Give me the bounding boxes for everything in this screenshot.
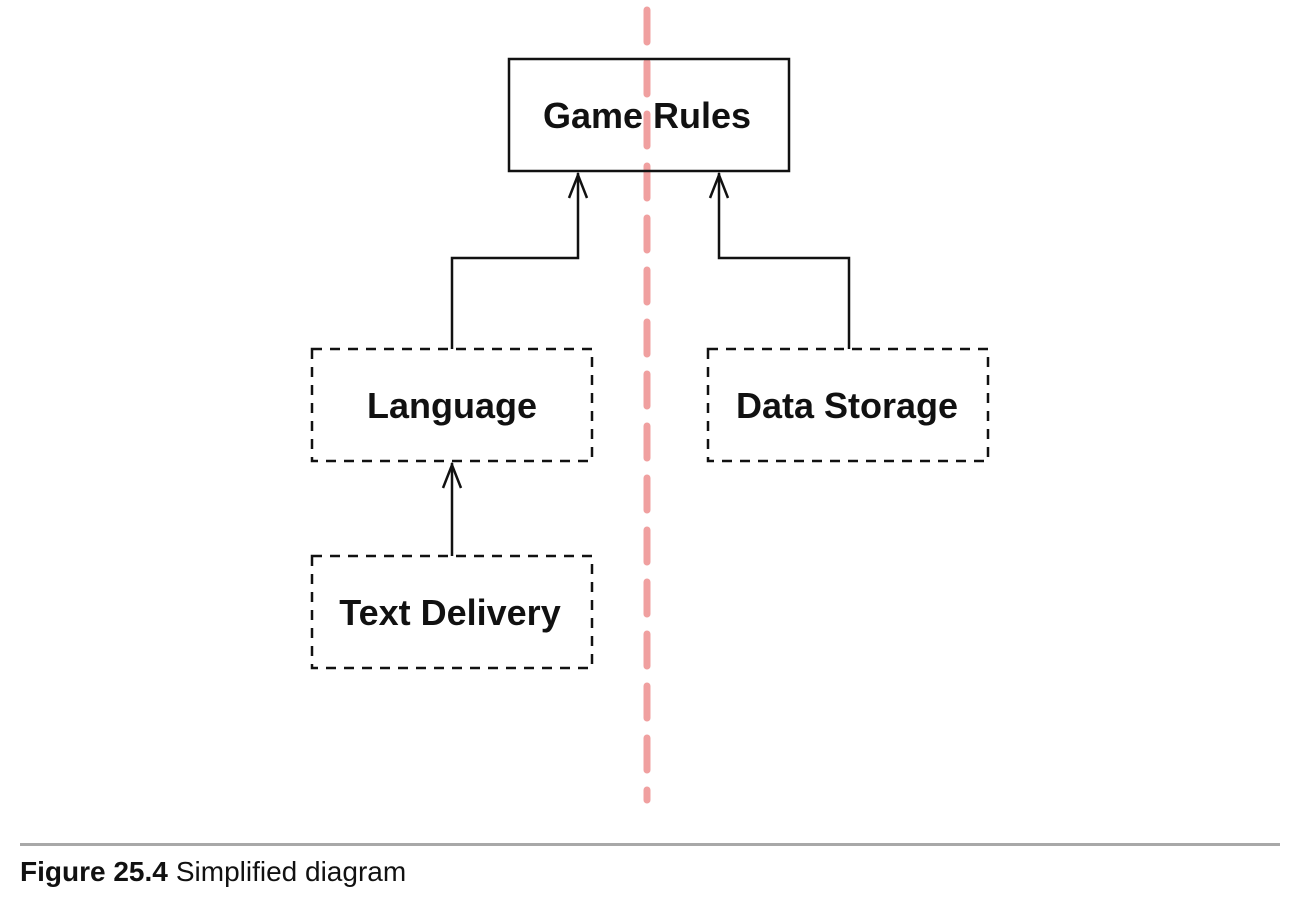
node-text-delivery-label: Text Delivery (339, 592, 560, 633)
edge-line (717, 173, 851, 349)
node-data-storage: Data Storage (706, 347, 990, 463)
node-language: Language (310, 347, 594, 463)
edge-language-to-game-rules (450, 171, 589, 349)
node-text-delivery-box (310, 554, 594, 670)
node-game-rules: Game Rules (507, 57, 791, 173)
node-data-storage-label: Data Storage (736, 385, 958, 426)
node-language-box (310, 347, 594, 463)
arrow-head-icon (708, 171, 730, 199)
node-text-delivery: Text Delivery (310, 554, 594, 670)
node-game-rules-label: Game Rules (543, 95, 751, 136)
node-game-rules-box (507, 57, 791, 173)
arrow-head-icon (441, 461, 463, 489)
figure-caption-text: Simplified diagram (175, 856, 407, 887)
node-data-storage-box (706, 347, 990, 463)
caption-divider (20, 843, 1280, 846)
edge-data-storage-to-game-rules (708, 171, 851, 349)
arrow-head-icon (567, 171, 589, 199)
edge-text-delivery-to-language (441, 461, 463, 556)
edge-line (450, 173, 580, 349)
node-language-label: Language (367, 385, 537, 426)
figure-number: Figure 25.4 (20, 856, 168, 887)
